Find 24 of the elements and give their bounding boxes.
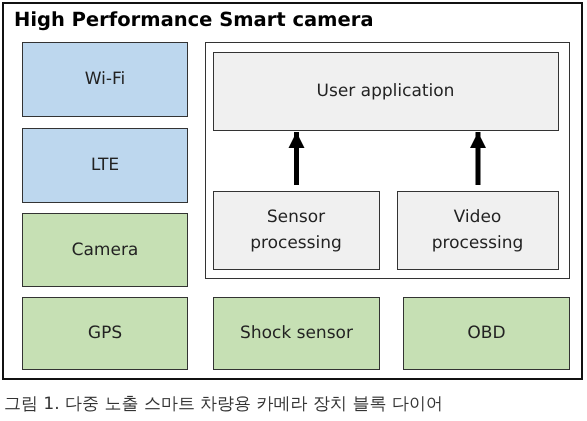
box-label: Shock sensor <box>240 322 353 346</box>
arrow <box>288 132 304 185</box>
process-box <box>212 190 380 270</box>
box-label: Camera <box>72 238 138 262</box>
figure-caption: 그림 1. 다중 노출 스마트 차량용 카메라 장치 블록 다이어 <box>4 393 443 416</box>
frame-box <box>2 2 583 380</box>
arrow <box>470 132 486 185</box>
box-label: OBD <box>467 322 506 346</box>
box-label: Sensor processing <box>249 206 343 255</box>
box-heading: High Performance Smart camera <box>14 7 374 32</box>
module-box <box>403 297 570 370</box>
module-box <box>22 42 188 117</box>
process-box <box>396 190 558 270</box>
software-panel <box>205 42 570 279</box>
module-box <box>22 128 188 203</box>
box-label: User application <box>316 80 454 103</box>
module-box <box>22 213 188 287</box>
box-label: LTE <box>90 154 120 178</box>
module-box <box>22 297 188 370</box>
box-label: Wi-Fi <box>84 68 126 92</box>
module-box <box>213 297 380 370</box>
box-label: Video processing <box>430 206 524 255</box>
box-label: GPS <box>88 322 122 346</box>
process-box <box>212 52 558 130</box>
